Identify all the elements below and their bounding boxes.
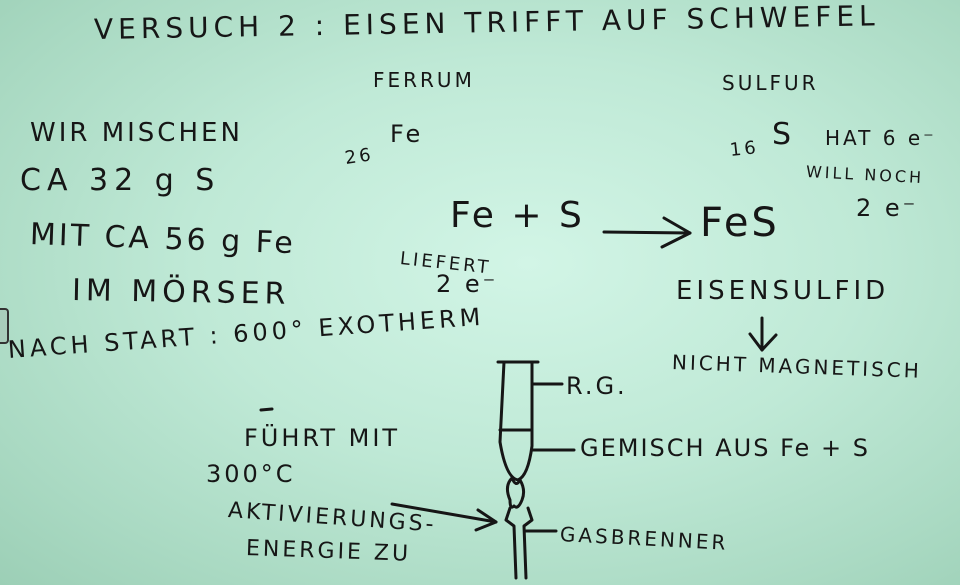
sulfur-note-two-electrons: 2 e⁻ xyxy=(856,194,919,222)
activation-arrow xyxy=(390,502,498,524)
test-tube xyxy=(498,360,534,482)
reaction-arrow xyxy=(602,230,692,235)
reaction-delivers-electrons: 2 e⁻ xyxy=(436,270,499,298)
umlaut-tick xyxy=(259,407,274,412)
label-mixture: GEMISCH AUS Fe + S xyxy=(580,434,870,462)
down-arrow-head xyxy=(748,332,778,352)
flame xyxy=(505,476,526,509)
product-name: EISENSULFID xyxy=(676,276,890,306)
activation-arrow-head xyxy=(474,508,498,532)
start-line-2: FÜHRT MIT xyxy=(244,424,401,452)
screen-edge-tab xyxy=(0,308,9,344)
sulfur-latin-name: SULFUR xyxy=(722,71,819,95)
mixing-line-2: CA 32 g S xyxy=(20,163,221,198)
iron-latin-name: FERRUM xyxy=(373,68,475,92)
iron-symbol: Fe xyxy=(390,120,424,148)
reaction-arrow-head xyxy=(660,216,692,249)
reaction-reactants: Fe + S xyxy=(450,195,585,236)
reaction-product: FeS xyxy=(700,200,780,246)
mixing-line-1: WIR MISCHEN xyxy=(30,118,243,148)
burner-body xyxy=(504,506,534,580)
start-line-3: 300°C xyxy=(206,460,296,488)
sulfur-symbol: S xyxy=(772,117,795,152)
label-test-tube: R.G. xyxy=(566,372,628,400)
sulfur-note-electrons: HAT 6 e⁻ xyxy=(825,126,937,150)
